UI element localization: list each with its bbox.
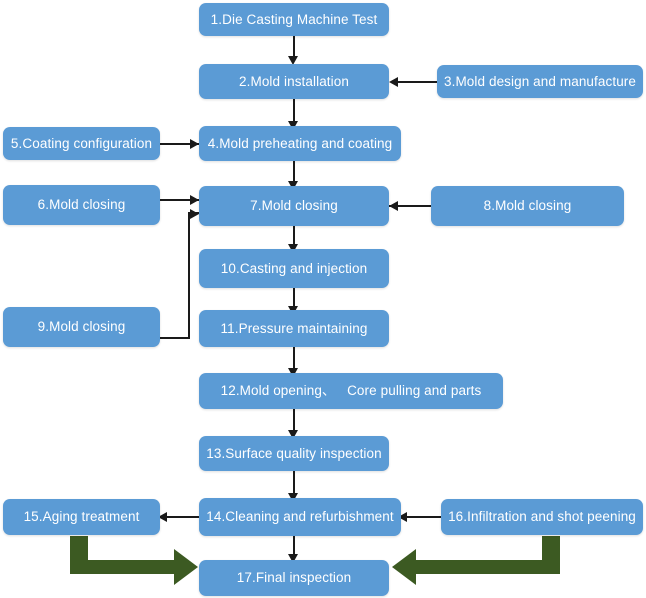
arrowhead-9-to-7 xyxy=(190,208,199,219)
node-die-casting-machine-test[interactable]: 1.Die Casting Machine Test xyxy=(199,3,389,36)
connector-14-to-17 xyxy=(293,536,295,558)
node-mold-preheating-and-coating[interactable]: 4.Mold preheating and coating xyxy=(199,126,401,161)
arrowhead-16-to-14 xyxy=(398,511,407,522)
node-mold-opening-core-pulling-and-parts[interactable]: 12.Mold opening、 Core pulling and parts xyxy=(199,373,503,409)
node-mold-closing-7[interactable]: 7.Mold closing xyxy=(199,186,389,226)
connector-8-to-7 xyxy=(389,205,431,207)
node-infiltration-and-shot-peening[interactable]: 16.Infiltration and shot peening xyxy=(441,499,643,535)
node-pressure-maintaining[interactable]: 11.Pressure maintaining xyxy=(199,310,389,347)
arrowhead-11-to-12 xyxy=(288,368,298,377)
connector-9-to-7-seg-right xyxy=(160,337,190,339)
connector-13-to-14 xyxy=(293,471,295,496)
node-mold-closing-6[interactable]: 6.Mold closing xyxy=(3,185,160,225)
connector-7-to-10 xyxy=(293,226,295,248)
node-aging-treatment[interactable]: 15.Aging treatment xyxy=(3,499,160,535)
node-casting-and-injection[interactable]: 10.Casting and injection xyxy=(199,249,389,288)
node-cleaning-and-refurbishment[interactable]: 14.Cleaning and refurbishment xyxy=(199,498,401,536)
arrowhead-13-to-14 xyxy=(288,493,298,502)
connector-14-to-15 xyxy=(160,516,202,518)
connector-1-to-2 xyxy=(293,35,295,59)
arrowhead-14-to-15 xyxy=(158,511,167,522)
connector-11-to-12 xyxy=(293,347,295,371)
arrowhead-4-to-7 xyxy=(288,181,298,190)
connector-2-to-4 xyxy=(293,99,295,124)
green-arrow-15-to-17 xyxy=(66,536,200,588)
node-mold-closing-8[interactable]: 8.Mold closing xyxy=(431,186,624,226)
arrowhead-5-to-4 xyxy=(190,138,199,149)
arrowhead-8-to-7 xyxy=(389,200,398,211)
arrowhead-2-to-4 xyxy=(288,121,298,130)
connector-5-to-4 xyxy=(160,143,200,145)
arrowhead-12-to-13 xyxy=(288,430,298,439)
node-mold-design-and-manufacture[interactable]: 3.Mold design and manufacture xyxy=(437,65,643,98)
node-mold-installation[interactable]: 2.Mold installation xyxy=(199,64,389,99)
node-coating-configuration[interactable]: 5.Coating configuration xyxy=(3,127,160,160)
connector-10-to-11 xyxy=(293,288,295,310)
arrowhead-1-to-2 xyxy=(288,56,298,65)
arrowhead-6-to-7 xyxy=(190,194,199,205)
connector-4-to-7 xyxy=(293,161,295,186)
green-arrow-16-to-17 xyxy=(392,536,564,588)
node-final-inspection[interactable]: 17.Final inspection xyxy=(199,560,389,596)
connector-3-to-2 xyxy=(398,81,438,83)
node-surface-quality-inspection[interactable]: 13.Surface quality inspection xyxy=(199,436,389,471)
connector-12-to-13 xyxy=(293,409,295,433)
arrowhead-7-to-10 xyxy=(288,244,298,253)
connector-9-to-7-seg-up xyxy=(188,212,190,339)
arrowhead-3-to-2 xyxy=(389,76,398,87)
arrowhead-14-to-17 xyxy=(288,554,298,563)
connector-6-to-7 xyxy=(160,199,201,201)
node-mold-closing-9[interactable]: 9.Mold closing xyxy=(3,307,160,347)
connector-16-to-14 xyxy=(400,516,442,518)
